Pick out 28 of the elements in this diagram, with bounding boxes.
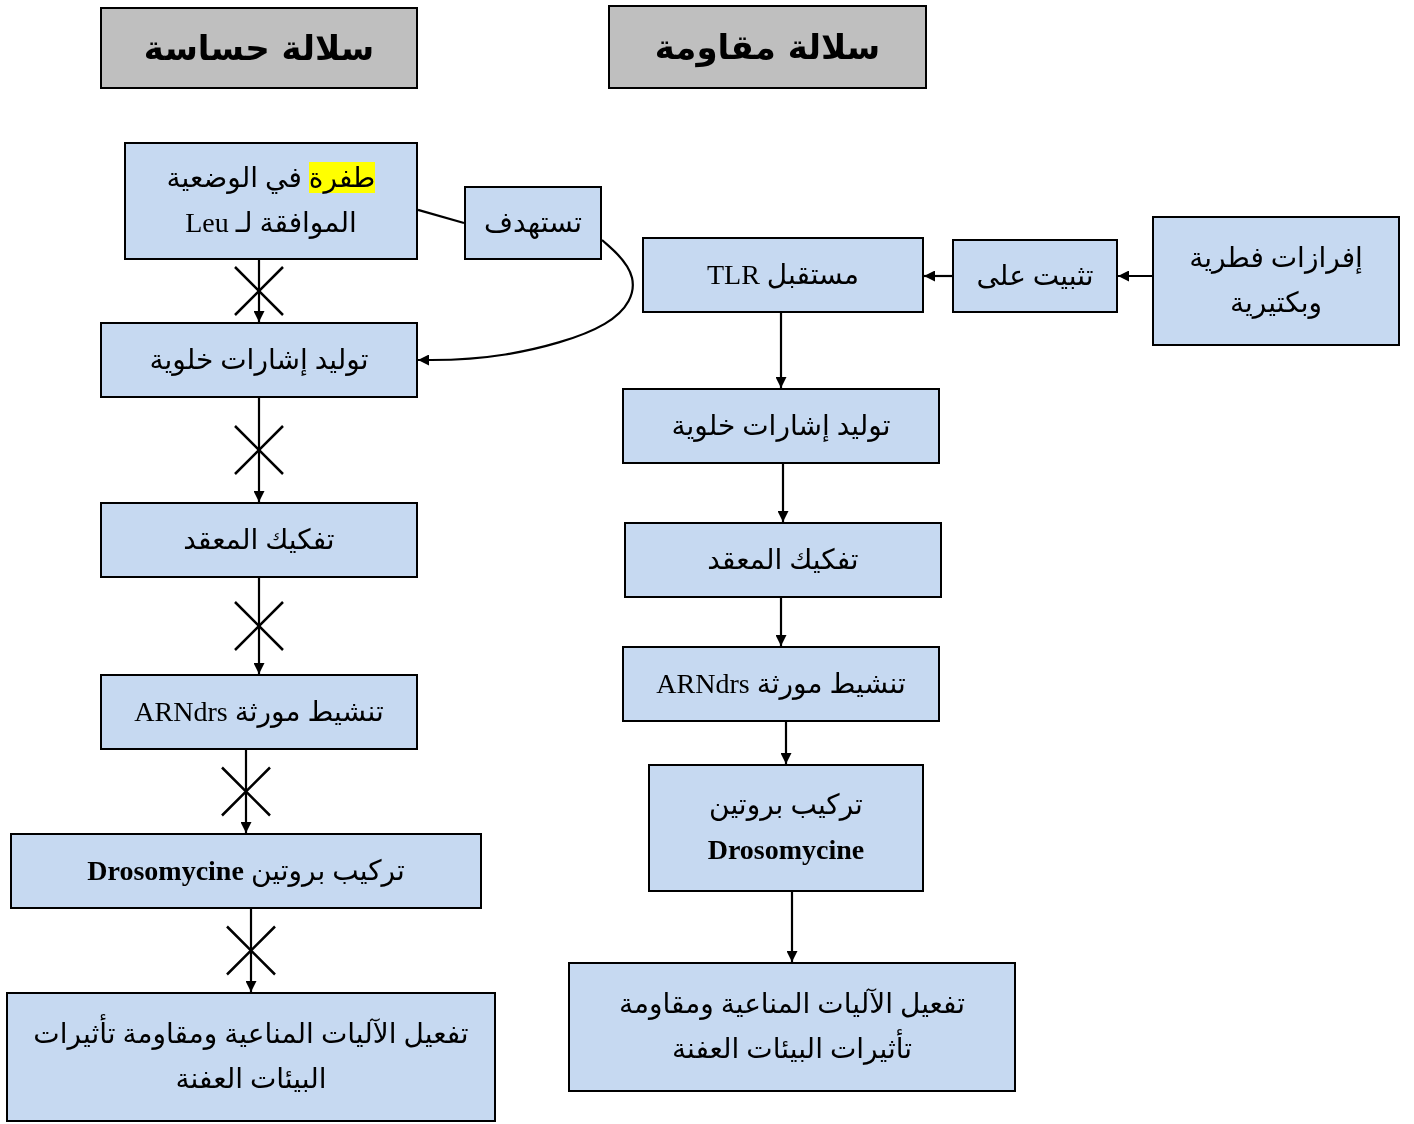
- process-box: طفرة في الوضعية الموافقة لـ Leu: [124, 142, 418, 260]
- process-box: توليد إشارات خلوية: [622, 388, 940, 464]
- strain-header: سلالة مقاومة: [608, 5, 927, 89]
- process-box: إفرازات فطرية وبكتيرية: [1152, 216, 1400, 346]
- arrow: [253, 398, 265, 502]
- arrow: [786, 892, 798, 962]
- arrow: [924, 270, 952, 282]
- process-box: مستقبل TLR: [642, 237, 924, 313]
- process-box: توليد إشارات خلوية: [100, 322, 418, 398]
- process-box: تفكيك المعقد: [624, 522, 942, 598]
- arrow: [253, 260, 265, 322]
- arrow: [780, 722, 792, 764]
- process-box: تنشيط مورثة ARNdrs: [100, 674, 418, 750]
- process-box: تفكيك المعقد: [100, 502, 418, 578]
- arrow: [777, 464, 789, 522]
- arrow: [775, 313, 787, 388]
- arrow: [418, 239, 634, 366]
- process-box: تثبيت على: [952, 239, 1118, 313]
- process-box: تفعيل الآليات المناعية ومقاومة تأثيرات البيئات العفنة: [568, 962, 1016, 1092]
- process-box: تفعيل الآليات المناعية ومقاومة تأثيرات البيئات العفنة: [6, 992, 496, 1122]
- strain-header: سلالة حساسة: [100, 7, 418, 89]
- arrow: [775, 598, 787, 646]
- arrow: [253, 578, 265, 674]
- process-box: تستهدف: [464, 186, 602, 260]
- process-box: تنشيط مورثة ARNdrs: [622, 646, 940, 722]
- arrow: [1118, 270, 1152, 282]
- arrow: [245, 909, 257, 992]
- arrow: [240, 750, 252, 833]
